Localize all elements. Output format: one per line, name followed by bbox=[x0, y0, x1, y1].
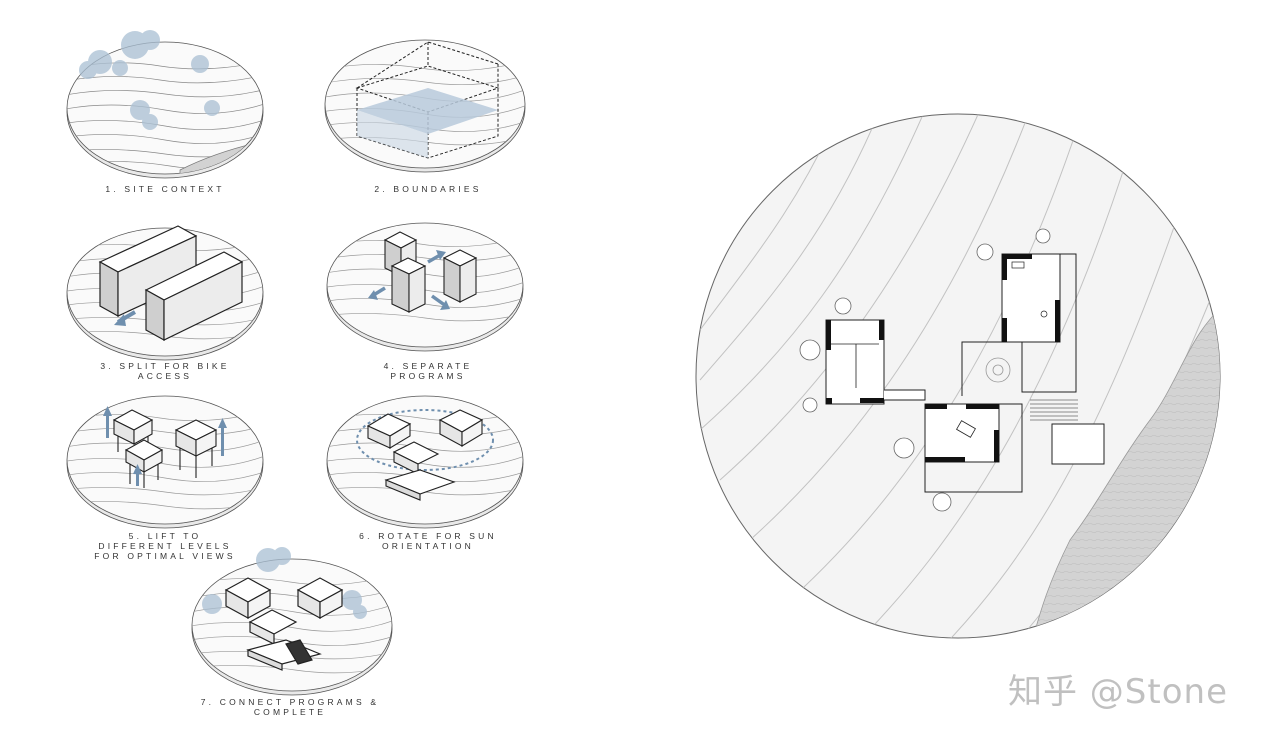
step5-caption-line2: DIFFERENT LEVELS bbox=[98, 541, 232, 551]
step7-caption: 7. CONNECT PROGRAMS & COMPLETE bbox=[180, 697, 400, 717]
table-icon bbox=[956, 420, 976, 438]
step3-caption: 3. SPLIT FOR BIKE ACCESS bbox=[55, 361, 275, 381]
spiral-stair-icon bbox=[985, 357, 1011, 383]
step5-caption-line3: FOR OPTIMAL VIEWS bbox=[94, 551, 236, 561]
step6-caption-line2: ORIENTATION bbox=[381, 541, 475, 551]
step7-caption-line1: 7. CONNECT PROGRAMS & bbox=[200, 697, 380, 707]
site-plan bbox=[695, 113, 1221, 639]
step4-separate-diagram bbox=[326, 222, 524, 352]
step6-caption-line1: 6. ROTATE FOR SUN bbox=[359, 531, 497, 541]
step2-caption-line1: 2. BOUNDARIES bbox=[374, 184, 482, 194]
tree-cluster-icon bbox=[202, 547, 367, 619]
watermark: 知乎 @Stone bbox=[1008, 672, 1228, 712]
tree-icons bbox=[799, 228, 1051, 512]
step5-caption: 5. LIFT TO DIFFERENT LEVELS FOR OPTIMAL … bbox=[55, 531, 275, 561]
arrows-icon bbox=[368, 250, 450, 310]
step2-boundaries-diagram bbox=[324, 39, 526, 173]
step3-split-diagram bbox=[66, 225, 264, 361]
step3-caption-line2: ACCESS bbox=[137, 371, 193, 381]
up-arrows-icon bbox=[103, 406, 227, 486]
tree-cluster-icon bbox=[79, 30, 220, 130]
step1-site-context-diagram bbox=[66, 30, 264, 179]
step7-caption-line2: COMPLETE bbox=[253, 707, 327, 717]
arrow-icon bbox=[114, 314, 126, 326]
step6-caption: 6. ROTATE FOR SUN ORIENTATION bbox=[318, 531, 538, 551]
step2-caption: 2. BOUNDARIES bbox=[318, 184, 538, 194]
step6-rotate-diagram bbox=[326, 395, 524, 529]
step5-lift-diagram bbox=[66, 395, 264, 529]
step4-caption-line2: PROGRAMS bbox=[390, 371, 466, 381]
sun-path-icon bbox=[356, 409, 494, 471]
step1-caption-line1: 1. SITE CONTEXT bbox=[105, 184, 225, 194]
step3-caption-line1: 3. SPLIT FOR BIKE bbox=[100, 361, 230, 371]
floor-plan bbox=[825, 253, 1105, 493]
step4-caption-line1: 4. SEPARATE bbox=[383, 361, 473, 371]
step4-caption: 4. SEPARATE PROGRAMS bbox=[318, 361, 538, 381]
step7-complete-diagram bbox=[191, 547, 393, 696]
step5-caption-line1: 5. LIFT TO bbox=[128, 531, 202, 541]
step1-caption: 1. SITE CONTEXT bbox=[55, 184, 275, 194]
